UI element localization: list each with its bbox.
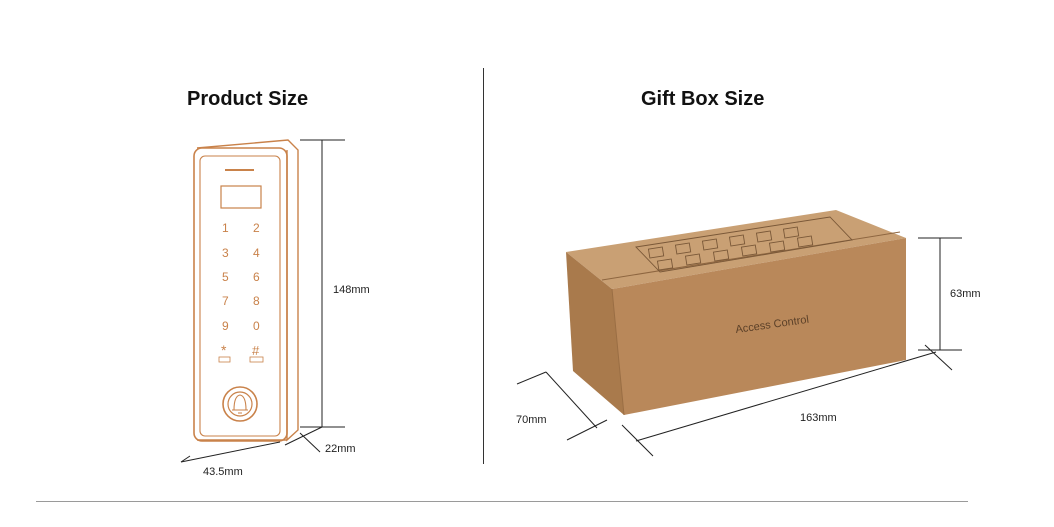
key-2: 2 — [253, 221, 260, 235]
key-5: 5 — [222, 270, 229, 284]
product-size-title: Product Size — [187, 88, 309, 110]
key-hash: # — [252, 343, 260, 358]
hash-sub-box — [249, 356, 264, 363]
product-height-label: 148mm — [333, 284, 370, 296]
product-width-label: 43.5mm — [203, 466, 243, 478]
key-3: 3 — [222, 246, 229, 260]
box-depth-label: 70mm — [516, 414, 547, 426]
gift-box-size-title: Gift Box Size — [641, 88, 765, 110]
key-7: 7 — [222, 294, 229, 308]
key-star: * — [221, 342, 227, 358]
bottom-rule — [36, 501, 968, 502]
key-0: 0 — [253, 319, 260, 333]
key-1: 1 — [222, 221, 229, 235]
box-length-label: 163mm — [800, 412, 837, 424]
product-depth-label: 22mm — [325, 443, 356, 455]
center-divider — [483, 68, 484, 464]
box-height-label: 63mm — [950, 288, 981, 300]
box-top-face — [566, 210, 906, 289]
key-6: 6 — [253, 270, 260, 284]
star-sub-box — [218, 356, 231, 363]
key-4: 4 — [253, 246, 260, 260]
key-8: 8 — [253, 294, 260, 308]
box-front-face — [612, 238, 906, 415]
key-9: 9 — [222, 319, 229, 333]
box-keypad-emboss — [635, 216, 853, 273]
box-side-face — [566, 252, 624, 415]
